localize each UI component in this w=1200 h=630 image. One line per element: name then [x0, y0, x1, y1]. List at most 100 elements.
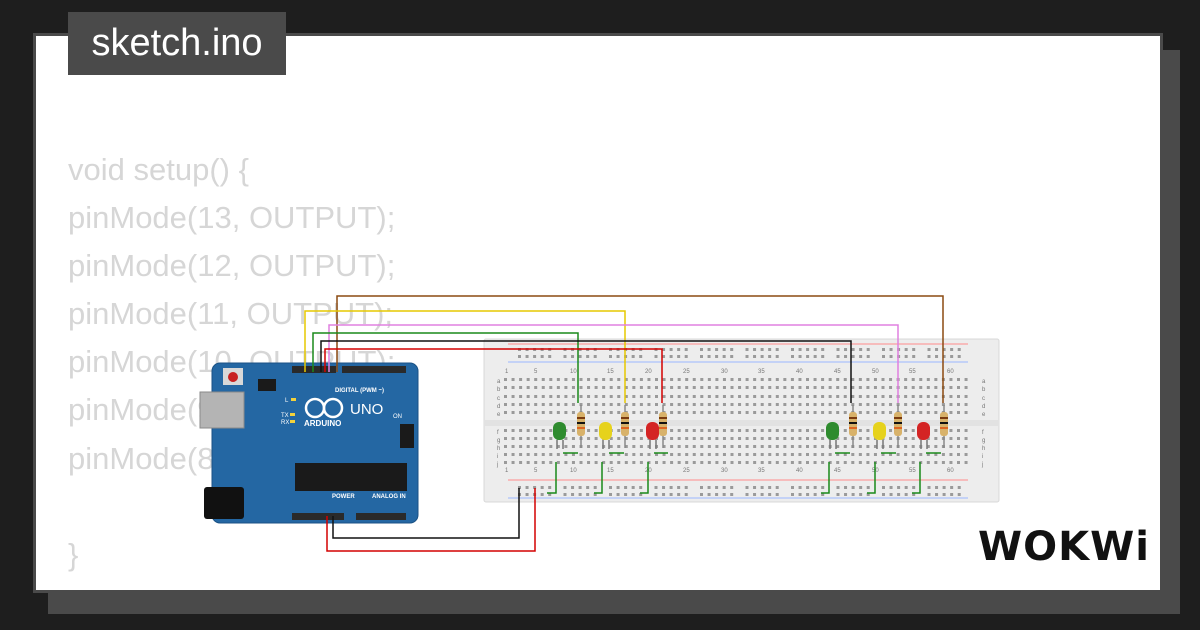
- resistor-3[interactable]: [659, 405, 667, 448]
- row-letter: e: [497, 412, 501, 418]
- power-jack: [204, 487, 244, 519]
- led-body: [873, 422, 886, 440]
- wires: [304, 295, 944, 552]
- led-green-1[interactable]: [553, 422, 566, 449]
- led-body: [917, 422, 930, 440]
- l-label: L: [285, 398, 289, 404]
- row-letter: j: [496, 462, 498, 468]
- column-number: 25: [683, 369, 690, 375]
- row-letter: e: [982, 412, 986, 418]
- column-number: 20: [645, 369, 652, 375]
- row-letter: i: [982, 454, 983, 460]
- tx-led: [290, 413, 295, 416]
- column-number: 25: [683, 468, 690, 474]
- power-label: POWER: [332, 494, 355, 500]
- row-letter: h: [497, 446, 500, 452]
- column-number: 55: [909, 468, 916, 474]
- column-number: 5: [534, 468, 538, 474]
- tx-label: TX: [281, 413, 289, 419]
- column-number: 60: [947, 468, 954, 474]
- breadboard: 1 5 10 15 20 25 30 35 40 45 50 55 60 1 5…: [483, 338, 1000, 503]
- digital-label: DIGITAL (PWM ~): [335, 388, 384, 394]
- rx-led: [290, 420, 295, 423]
- arduino-uno-board[interactable]: UNO ARDUINO DIGITAL (PWM ~) ANALOG IN PO…: [199, 362, 419, 524]
- led-body: [646, 422, 659, 440]
- row-letter: c: [982, 396, 985, 402]
- column-number: 5: [534, 369, 538, 375]
- column-number: 30: [721, 369, 728, 375]
- board-model: UNO: [350, 401, 383, 418]
- led-body: [599, 422, 612, 440]
- analog-header: [356, 513, 406, 520]
- column-number: 55: [909, 369, 916, 375]
- wire-black-top[interactable]: [320, 340, 852, 403]
- column-number: 30: [721, 468, 728, 474]
- code-line: pinMode(10, OUTPUT);: [68, 344, 396, 380]
- led-yellow-2[interactable]: [873, 422, 886, 449]
- wire-red-5v[interactable]: [326, 488, 536, 552]
- row-letter: j: [981, 462, 983, 468]
- row-letter: c: [497, 396, 500, 402]
- icsp-header: [258, 379, 276, 391]
- led-red-1[interactable]: [646, 422, 659, 449]
- column-number: 45: [834, 369, 841, 375]
- column-number: 10: [570, 369, 577, 375]
- row-letter: a: [982, 379, 986, 385]
- resistor-1[interactable]: [577, 405, 585, 448]
- row-letter: b: [497, 387, 501, 393]
- column-number: 40: [796, 468, 803, 474]
- row-letter: g: [982, 438, 985, 444]
- usb-port: [199, 391, 245, 429]
- code-line: pinMode(13, OUTPUT);: [68, 200, 396, 236]
- row-letter: b: [982, 387, 986, 393]
- row-letter: a: [497, 379, 501, 385]
- wire-red-top[interactable]: [324, 348, 663, 403]
- resistor-5[interactable]: [894, 405, 902, 448]
- atmega-chip: [295, 463, 407, 491]
- l-led: [291, 398, 296, 401]
- led-body: [553, 422, 566, 440]
- row-letter: g: [497, 438, 500, 444]
- column-number: 50: [872, 369, 879, 375]
- code-line: }: [68, 536, 79, 572]
- file-tab[interactable]: sketch.ino: [68, 12, 286, 75]
- code-line: pinMode(12, OUTPUT);: [68, 248, 396, 284]
- digital-header-right: [342, 366, 406, 373]
- column-number: 40: [796, 369, 803, 375]
- icsp-header-2: [400, 424, 414, 448]
- column-number: 45: [834, 468, 841, 474]
- rx-label: RX: [281, 420, 289, 426]
- led-red-2[interactable]: [917, 422, 930, 449]
- resistor-4[interactable]: [849, 405, 857, 448]
- led-body: [826, 422, 839, 440]
- row-letter: f: [982, 430, 984, 436]
- wire-black-gnd[interactable]: [332, 488, 520, 539]
- row-letter: f: [497, 430, 499, 436]
- column-number: 15: [607, 369, 614, 375]
- row-letter: i: [497, 454, 498, 460]
- wire-brown[interactable]: [336, 295, 944, 403]
- analog-label: ANALOG IN: [372, 494, 406, 500]
- column-number: 35: [758, 468, 765, 474]
- on-label: ON: [393, 414, 402, 420]
- power-header: [292, 513, 344, 520]
- reset-button-cap: [228, 372, 238, 382]
- wire-yellow[interactable]: [304, 310, 626, 403]
- resistor-2[interactable]: [621, 405, 629, 448]
- resistor-6[interactable]: [940, 405, 948, 448]
- board-brand: ARDUINO: [304, 419, 341, 428]
- row-letter: d: [497, 404, 500, 410]
- column-number: 1: [505, 369, 509, 375]
- column-number: 60: [947, 369, 954, 375]
- wire-green[interactable]: [312, 332, 579, 403]
- digital-header-left: [292, 366, 336, 373]
- column-number: 35: [758, 369, 765, 375]
- row-letter: d: [982, 404, 985, 410]
- led-yellow-1[interactable]: [599, 422, 612, 449]
- row-letter: h: [982, 446, 985, 452]
- led-green-2[interactable]: [826, 422, 839, 449]
- column-number: 1: [505, 468, 509, 474]
- wokwi-logo[interactable]: WOKWi: [978, 524, 1150, 570]
- led-resistor-array: [553, 405, 948, 449]
